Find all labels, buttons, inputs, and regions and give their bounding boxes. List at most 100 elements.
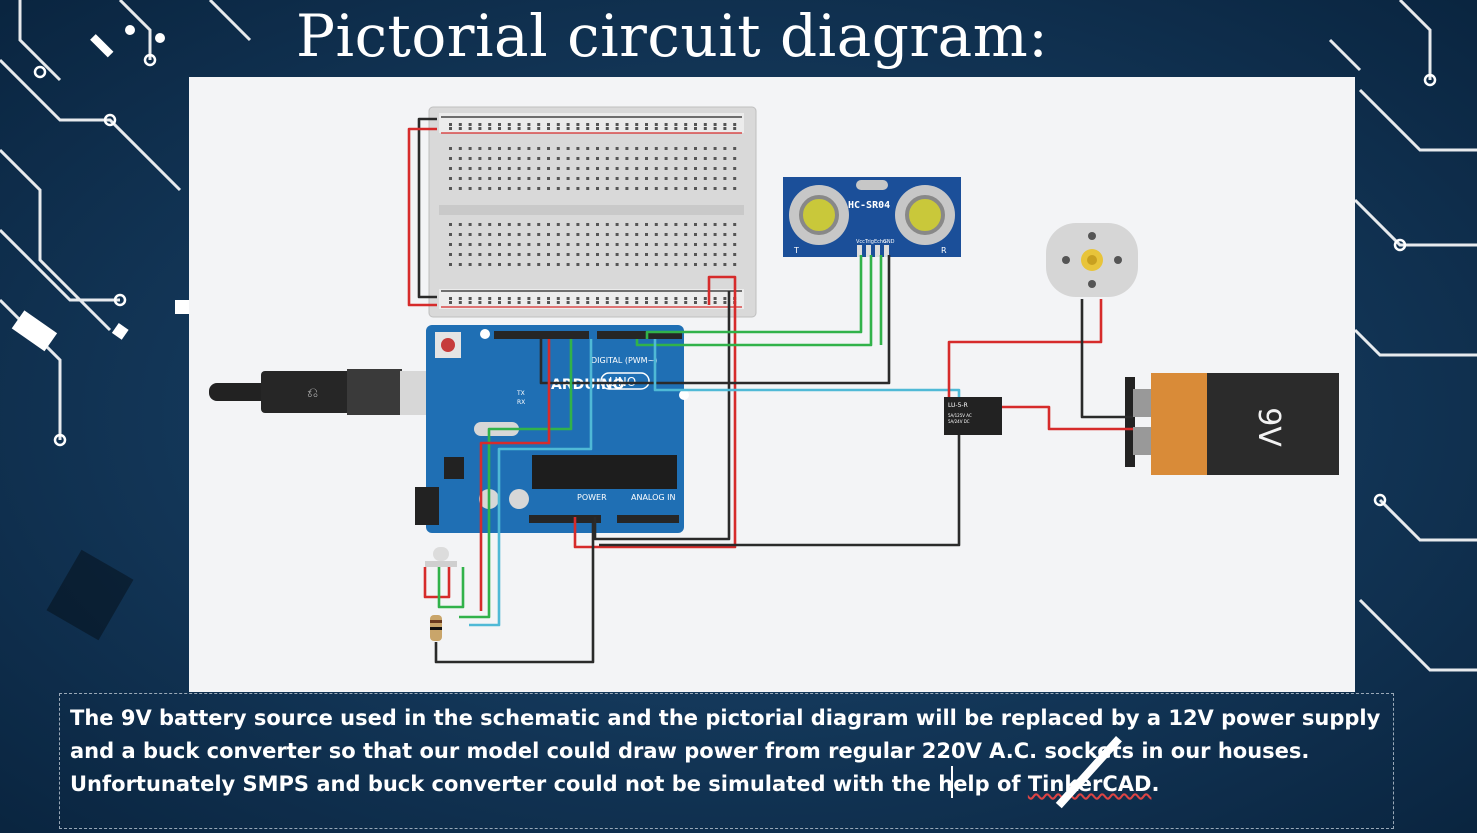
breadboard-hole bbox=[635, 187, 639, 190]
breadboard-hole bbox=[654, 123, 658, 126]
breadboard-hole bbox=[586, 123, 590, 126]
breadboard-hole bbox=[517, 263, 521, 266]
breadboard-hole bbox=[723, 187, 727, 190]
battery-9v: 9V bbox=[1125, 373, 1339, 475]
breadboard-hole bbox=[664, 301, 668, 304]
breadboard-hole bbox=[517, 123, 521, 126]
breadboard-hole bbox=[458, 127, 462, 130]
breadboard-hole bbox=[703, 127, 707, 130]
rgb-led bbox=[425, 547, 457, 567]
breadboard-hole bbox=[625, 147, 629, 150]
breadboard-hole bbox=[605, 253, 609, 256]
sensor-t-label: T bbox=[793, 246, 799, 255]
breadboard-hole bbox=[596, 253, 599, 256]
breadboard-hole bbox=[527, 167, 531, 170]
breadboard-hole bbox=[576, 157, 580, 160]
breadboard-hole bbox=[605, 127, 609, 130]
breadboard-hole bbox=[674, 167, 678, 170]
breadboard-hole bbox=[517, 297, 521, 300]
dc-motor bbox=[1046, 223, 1138, 297]
breadboard-hole bbox=[703, 123, 707, 126]
breadboard-hole bbox=[684, 253, 688, 256]
caption-end: . bbox=[1151, 772, 1160, 796]
breadboard-hole bbox=[449, 157, 452, 160]
breadboard-hole bbox=[684, 127, 688, 130]
breadboard-hole bbox=[488, 297, 492, 300]
breadboard-hole bbox=[645, 177, 648, 180]
breadboard-hole bbox=[468, 253, 472, 256]
tinkercad-canvas: ⎌ ARDUINO UNO DIGITAL (PWM~) POWER ANALO… bbox=[189, 77, 1355, 692]
breadboard-hole bbox=[654, 301, 658, 304]
breadboard-hole bbox=[694, 233, 697, 236]
sensor-pin-trig: Trig bbox=[864, 239, 874, 245]
breadboard-hole bbox=[498, 223, 501, 226]
breadboard-hole bbox=[537, 127, 541, 130]
breadboard-hole bbox=[547, 243, 550, 246]
breadboard-hole bbox=[556, 147, 560, 150]
breadboard-hole bbox=[537, 147, 541, 150]
breadboard-hole bbox=[478, 147, 482, 150]
sensor-label: HC-SR04 bbox=[848, 200, 890, 211]
breadboard-hole bbox=[605, 223, 609, 226]
breadboard-hole bbox=[527, 147, 531, 150]
breadboard-hole bbox=[615, 301, 619, 304]
breadboard-hole bbox=[703, 177, 707, 180]
breadboard-hole bbox=[615, 157, 619, 160]
wires bbox=[407, 117, 1133, 664]
breadboard-hole bbox=[723, 123, 727, 126]
breadboard-hole bbox=[733, 233, 737, 236]
breadboard-hole bbox=[537, 263, 541, 266]
breadboard-hole bbox=[625, 263, 629, 266]
breadboard-hole bbox=[703, 187, 707, 190]
breadboard-hole bbox=[576, 243, 580, 246]
breadboard-hole bbox=[556, 233, 560, 236]
breadboard-hole bbox=[507, 123, 511, 126]
breadboard-hole bbox=[468, 263, 472, 266]
breadboard-hole bbox=[449, 301, 452, 304]
breadboard-hole bbox=[605, 297, 609, 300]
breadboard-hole bbox=[664, 127, 668, 130]
breadboard-hole bbox=[605, 147, 609, 150]
breadboard-hole bbox=[703, 167, 707, 170]
breadboard-hole bbox=[615, 223, 619, 226]
breadboard-hole bbox=[664, 157, 668, 160]
breadboard-hole bbox=[694, 223, 697, 226]
breadboard-hole bbox=[664, 233, 668, 236]
breadboard-hole bbox=[654, 157, 658, 160]
breadboard-hole bbox=[733, 263, 737, 266]
breadboard-hole bbox=[507, 243, 511, 246]
sensor-pin-vcc: Vcc bbox=[856, 239, 865, 245]
sensor-r-label: R bbox=[941, 246, 947, 255]
breadboard-hole bbox=[449, 147, 452, 150]
breadboard-hole bbox=[635, 301, 639, 304]
breadboard-hole bbox=[635, 297, 639, 300]
breadboard-hole bbox=[498, 123, 501, 126]
breadboard-hole bbox=[713, 167, 717, 170]
breadboard-hole bbox=[507, 187, 511, 190]
breadboard-hole bbox=[566, 167, 570, 170]
breadboard-hole bbox=[449, 177, 452, 180]
breadboard-hole bbox=[674, 233, 678, 236]
breadboard-hole bbox=[723, 167, 727, 170]
breadboard-hole bbox=[468, 167, 472, 170]
breadboard-hole bbox=[478, 187, 482, 190]
breadboard-hole bbox=[537, 167, 541, 170]
breadboard-hole bbox=[615, 187, 619, 190]
breadboard-hole bbox=[507, 263, 511, 266]
breadboard-hole bbox=[635, 263, 639, 266]
relay-label: LU-5-R bbox=[948, 402, 968, 409]
breadboard-hole bbox=[645, 157, 648, 160]
breadboard-hole bbox=[615, 167, 619, 170]
breadboard-hole bbox=[654, 127, 658, 130]
usb-icon: ⎌ bbox=[307, 385, 318, 401]
breadboard-hole bbox=[635, 243, 639, 246]
breadboard-hole bbox=[625, 301, 629, 304]
breadboard-hole bbox=[488, 263, 492, 266]
breadboard-hole bbox=[713, 123, 717, 126]
breadboard-hole bbox=[635, 233, 639, 236]
breadboard-hole bbox=[488, 223, 492, 226]
breadboard-hole bbox=[566, 301, 570, 304]
breadboard-hole bbox=[703, 157, 707, 160]
breadboard-hole bbox=[664, 253, 668, 256]
breadboard-hole bbox=[615, 177, 619, 180]
